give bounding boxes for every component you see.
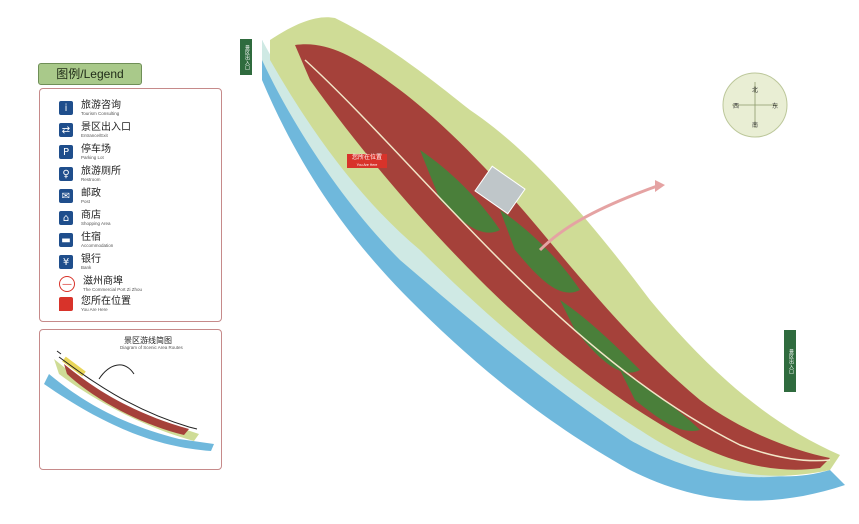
river [262, 40, 845, 501]
legend-sublabel: Bank [81, 264, 92, 270]
restroom-icon: ♀ [59, 167, 73, 181]
road-arrow [538, 183, 661, 252]
legend-sublabel: Accommodation [81, 242, 114, 248]
you-are-here-zh: 您所在位置 [351, 155, 382, 161]
shop-icon: ⌂ [59, 211, 73, 225]
entrance-icon: ⇄ [59, 123, 73, 137]
legend-sublabel: The Commercial Port Zi Zhou [83, 286, 143, 292]
legend-label: 景区出入口 [81, 121, 131, 133]
legend-sublabel: Restroom [81, 176, 101, 182]
legend-title: 图例/Legend [38, 63, 142, 85]
main-street [304, 59, 831, 462]
port-icon: — [59, 276, 75, 292]
you-are-here-en: You Are Here [356, 163, 378, 167]
greenery-2 [500, 210, 580, 293]
parking-icon: P [59, 145, 73, 159]
you-are-here-icon [59, 297, 73, 311]
route-diagram [44, 350, 214, 451]
bank-icon: ¥ [59, 255, 73, 269]
legend-label: 银行 [81, 253, 101, 265]
you-are-here-marker: 您所在位置 You Are Here [347, 154, 387, 168]
legend-label: 停车场 [81, 143, 111, 155]
info-icon: i [59, 101, 73, 115]
route-diagram-subtitle: Diagram of Scenic Area Routes [120, 345, 183, 350]
town-area [295, 44, 830, 470]
legend-label: 滋州商埠 [83, 275, 123, 287]
route-diagram-title: 景区游线简图 [124, 336, 172, 345]
legend-label: 旅游咨询 [81, 99, 121, 111]
entrance-sign-top: 景区出入口 [240, 39, 252, 75]
hotel-icon: ▬ [59, 233, 73, 247]
compass-east: 东 [772, 103, 779, 110]
greenery-1 [420, 150, 500, 233]
legend-label: 邮政 [81, 187, 101, 199]
post-icon: ✉ [59, 189, 73, 203]
legend-sublabel: You Are Here [81, 306, 108, 312]
legend-sublabel: Parking Lot [81, 154, 104, 160]
legend-sublabel: Post [81, 198, 91, 204]
greenery-4 [620, 370, 700, 431]
greenery-3 [560, 300, 640, 373]
compass-south: 南 [752, 122, 759, 129]
compass-west: 西 [733, 103, 740, 110]
legend-sublabel: Shopping Area [81, 220, 111, 226]
legend-label: 旅游厕所 [81, 165, 121, 177]
legend-label: 您所在位置 [81, 295, 131, 307]
legend-sublabel: Tourism Consulting [81, 110, 120, 116]
legend-label: 商店 [81, 209, 101, 221]
legend-label: 住宿 [81, 231, 101, 243]
sports-field [474, 165, 526, 215]
compass-north: 北 [752, 87, 759, 94]
entrance-sign-bottom: 景区出入口 [784, 330, 796, 392]
legend-sublabel: Entrance/Exit [81, 132, 108, 138]
